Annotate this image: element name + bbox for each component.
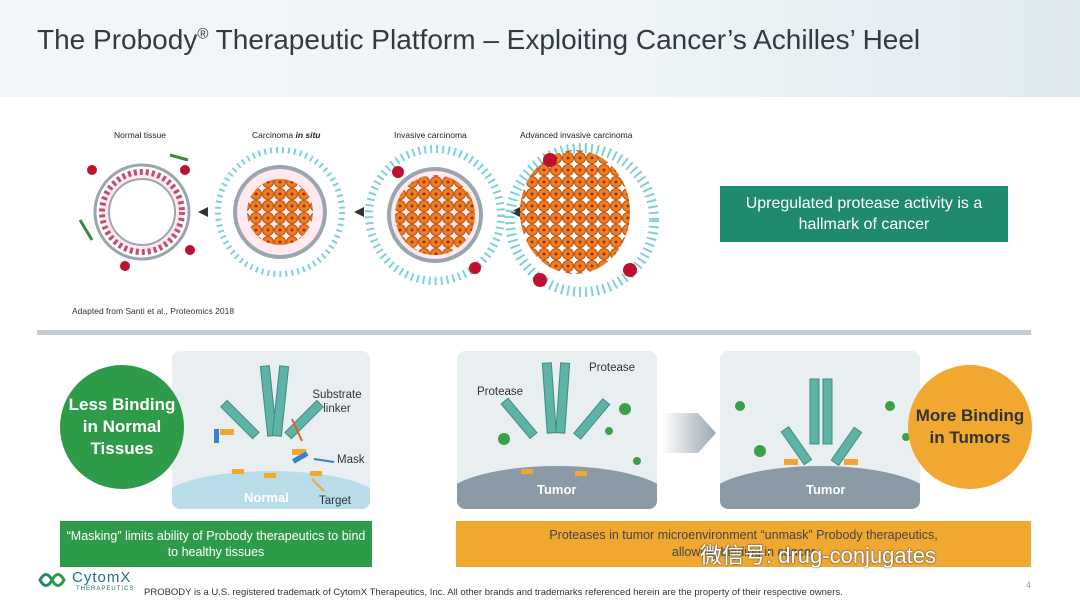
invasive-carcinoma-diagram bbox=[365, 145, 505, 285]
cytomx-logo-icon bbox=[38, 573, 66, 587]
normal-tissue-diagram bbox=[78, 153, 195, 271]
advanced-carcinoma-diagram bbox=[505, 143, 659, 297]
trademark-footer: PROBODY is a U.S. registered trademark o… bbox=[144, 587, 843, 598]
normal-tissue-panel: Normal bbox=[172, 351, 370, 509]
protease-label-1: Protease bbox=[477, 386, 524, 398]
carcinoma-in-situ-diagram bbox=[215, 147, 345, 277]
less-binding-circle: Less Binding in Normal Tissues bbox=[60, 365, 184, 489]
stage-label-normal: Normal tissue bbox=[114, 130, 166, 140]
tumor-label-1: Tumor bbox=[537, 482, 577, 497]
masking-explanation: “Masking” limits ability of Probody ther… bbox=[60, 521, 372, 567]
logo-wordmark: CytomX bbox=[72, 569, 132, 586]
source-citation: Adapted from Santi et al., Proteomics 20… bbox=[72, 306, 235, 316]
logo-subtext: THERAPEUTICS bbox=[76, 586, 135, 592]
unmask-line-1: Proteases in tumor microenvironment “unm… bbox=[549, 528, 938, 542]
stage-label-invasive: Invasive carcinoma bbox=[394, 130, 467, 140]
unmask-line-2: allowing binding in cancer bbox=[671, 545, 816, 559]
section-divider bbox=[37, 330, 1031, 335]
title-banner: The Probody® Therapeutic Platform – Expl… bbox=[0, 0, 1080, 97]
cytomx-logo: CytomX THERAPEUTICS bbox=[36, 569, 133, 596]
tumor-label-2: Tumor bbox=[806, 482, 846, 497]
protease-panel: Tumor bbox=[457, 351, 657, 509]
tumor-progression-illustration bbox=[78, 143, 659, 297]
normal-tissue-label: Normal bbox=[244, 490, 289, 505]
tumor-binding-panel: Tumor bbox=[720, 351, 920, 509]
protease-label-2: Protease bbox=[589, 362, 636, 374]
mask-label: Mask bbox=[337, 454, 365, 466]
wechat-watermark: 微信号: drug-conjugates bbox=[700, 543, 936, 568]
stage-label-advanced: Advanced invasive carcinoma bbox=[520, 130, 633, 140]
unmask-explanation: Proteases in tumor microenvironment “unm… bbox=[456, 521, 1031, 567]
stage-label-in-situ: Carcinoma in situ bbox=[252, 130, 321, 140]
substrate-linker-label: Substrate linker bbox=[312, 389, 362, 415]
more-binding-circle: More Binding in Tumors bbox=[908, 365, 1032, 489]
protease-cleavage-illustration bbox=[457, 362, 657, 509]
page-number: 4 bbox=[1026, 580, 1032, 590]
transition-arrow-icon bbox=[662, 413, 716, 453]
masked-probody-illustration bbox=[172, 365, 370, 509]
probody-binding-illustration bbox=[720, 378, 920, 509]
slide-title: The Probody® Therapeutic Platform – Expl… bbox=[37, 24, 921, 55]
target-label: Target bbox=[319, 495, 351, 507]
protease-hallmark-callout: Upregulated protease activity is a hallm… bbox=[720, 186, 1008, 242]
